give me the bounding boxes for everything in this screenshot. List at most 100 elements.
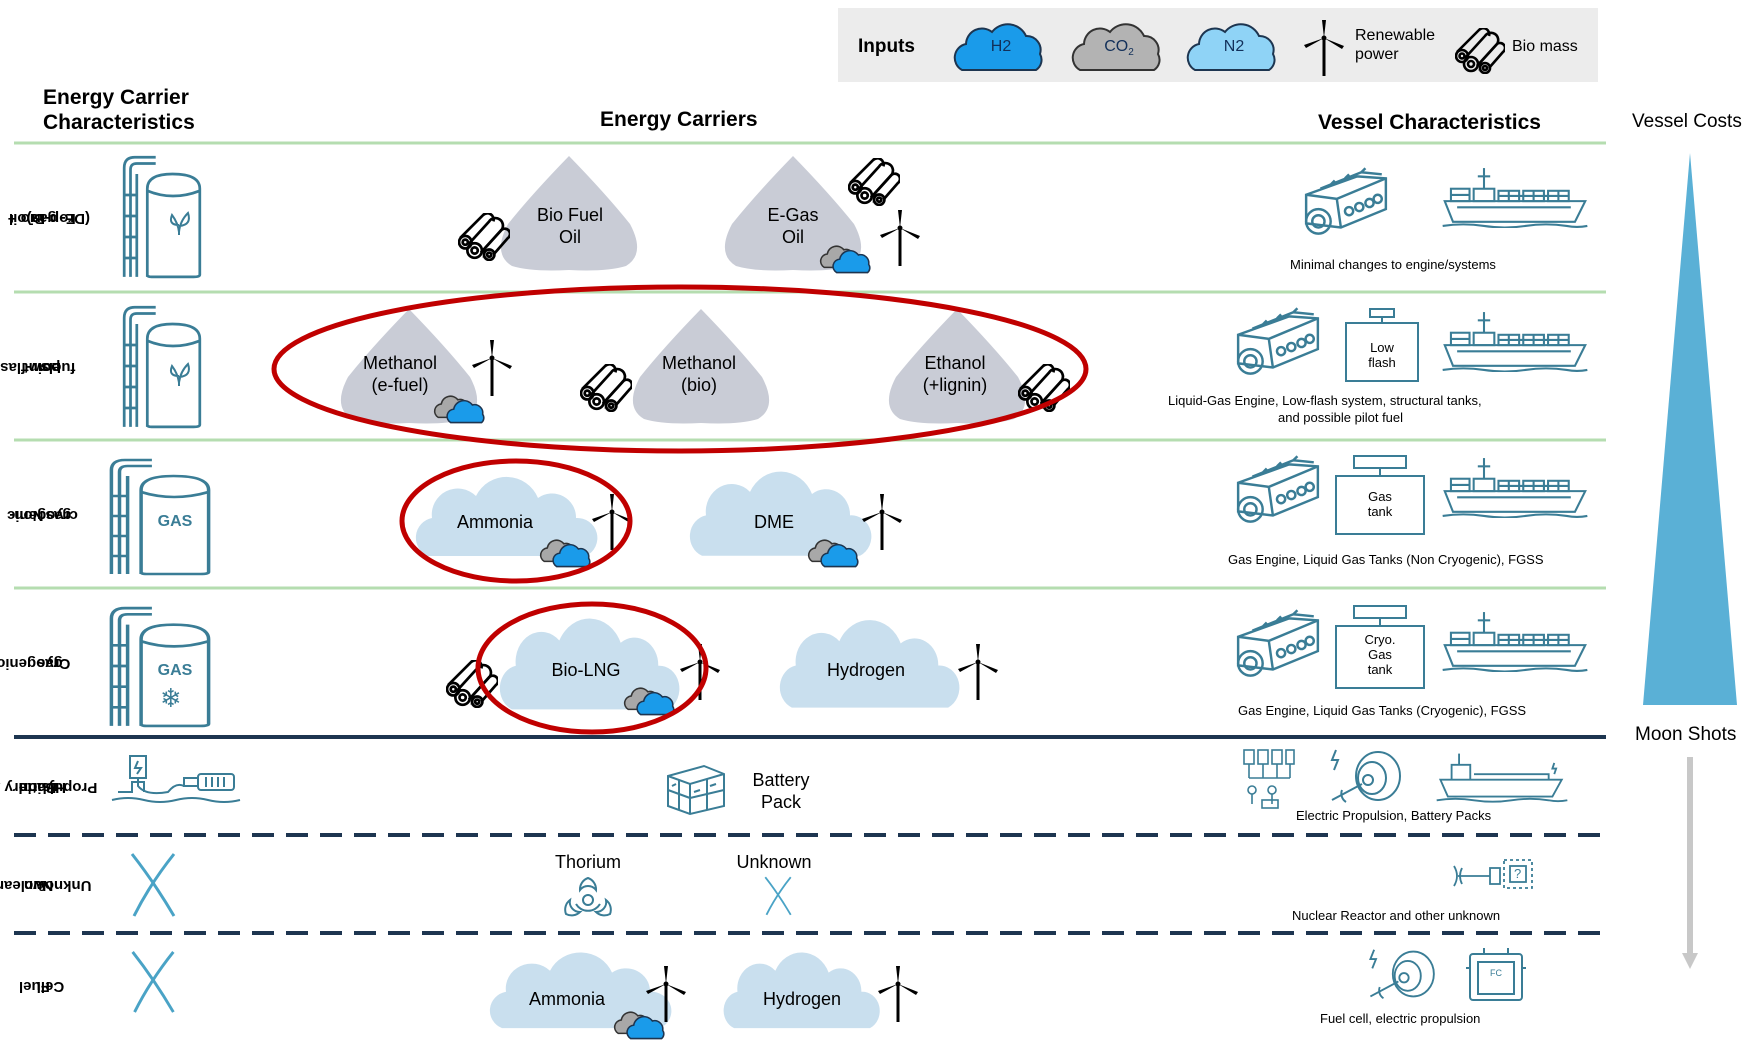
container-ship-icon	[1442, 310, 1588, 372]
moon-shots-arrow	[1682, 757, 1698, 969]
bio-fuel-oil-label-line2: Oil	[559, 227, 581, 247]
row1-vessel-caption: Minimal changes to engine/systems	[1290, 257, 1496, 272]
unknown-x-icon	[131, 951, 175, 1013]
renewable-label-line1: Renewable	[1355, 27, 1436, 44]
electric-motor-icon	[1330, 749, 1401, 803]
battery-pack-label: Battery Pack	[736, 769, 826, 813]
dme-cloud	[689, 471, 872, 556]
biomass-logs-icon	[848, 158, 900, 206]
row-label-drop-in-text: Bio +E- gas oil(Drop-In)	[7, 185, 89, 252]
gas-tank-box	[1334, 454, 1426, 536]
row-label-line: Cell	[36, 978, 64, 995]
battery-pack-icon	[667, 764, 725, 816]
electrical-system-icon	[1243, 749, 1295, 809]
cryo-gas-tank-text: GAS	[157, 662, 193, 679]
header-left-line2: Characteristics	[43, 111, 195, 134]
h2-label: H2	[990, 38, 1012, 55]
ammonia-label: Ammonia	[456, 512, 534, 532]
row4-vessel-caption: Gas Engine, Liquid Gas Tanks (Cryogenic)…	[1238, 703, 1527, 718]
row-label-low-flash: Low-flashpointfuels	[0, 295, 76, 439]
biomass-label: Bio mass	[1512, 38, 1578, 55]
ammonia-cloud	[415, 476, 598, 556]
low-flash-box-line2: flash	[1368, 355, 1396, 370]
h2-cloud-icon	[953, 23, 1043, 71]
wind-turbine-icon	[958, 644, 998, 700]
bio-fuel-oil-label: Bio Fuel Oil	[520, 204, 620, 248]
biohazard-icon	[564, 876, 612, 917]
unknown-x-icon	[764, 876, 792, 916]
charging-battery-icon	[111, 755, 241, 803]
row2-vessel-caption-line1: Liquid-Gas Engine, Low-flash system, str…	[1168, 393, 1482, 408]
battery-pack-label-line1: Battery	[752, 770, 810, 790]
gas-tank-text: GAS	[157, 513, 193, 530]
bio-fuel-oil-drop	[500, 156, 638, 271]
unknown-label: Unknown	[736, 852, 812, 872]
leaf-icon	[164, 205, 194, 235]
co2-subscript: 2	[1128, 47, 1134, 59]
n2-label: N2	[1223, 38, 1245, 55]
cryo-gas-tank-box-line2: Gas	[1368, 647, 1392, 662]
leaf-icon	[164, 356, 194, 386]
thorium-label: Thorium	[554, 852, 621, 872]
row-label-line: gas	[45, 507, 71, 524]
methanol-e-fuel-label-line1: Methanol	[362, 353, 438, 373]
row-label-line: Unknown	[24, 877, 92, 894]
low-flash-box-label: Low flash	[1352, 340, 1412, 370]
row7-vessel-caption: Fuel cell, electric propulsion	[1320, 1011, 1481, 1026]
low-flash-box-line1: Low	[1370, 340, 1394, 355]
snowflake-icon: ❄	[160, 684, 182, 714]
row-label-line: gas	[37, 655, 63, 672]
hybrid-ship-icon	[1436, 753, 1568, 803]
cryo-gas-tank-box-label: Cryo. Gas tank	[1350, 632, 1410, 677]
ethanol-lignin-label-line1: Ethanol	[924, 353, 986, 373]
methanol-e-fuel-label: Methanol (e-fuel)	[350, 352, 450, 396]
low-flash-highlight-ellipse	[271, 284, 1089, 454]
co2-h2-clouds-icon	[806, 532, 866, 568]
engine-icon	[1232, 606, 1324, 688]
row3-vessel-caption: Gas Engine, Liquid Gas Tanks (Non Cryoge…	[1228, 552, 1544, 567]
e-gas-oil-label-line1: E-Gas	[767, 205, 819, 225]
methanol-e-fuel-label-line2: (e-fuel)	[371, 375, 429, 395]
bio-lng-label: Bio-LNG	[551, 660, 621, 680]
row6-vessel-caption: Nuclear Reactor and other unknown	[1292, 908, 1501, 923]
nuclear-reactor-icon	[1453, 859, 1533, 889]
row-label-drop-in: Bio +E- gas oil(Drop-In)	[7, 146, 89, 290]
container-ship-icon	[1442, 610, 1588, 672]
methanol-bio-label-line1: Methanol	[661, 353, 737, 373]
header-left-line1: Energy Carrier	[43, 86, 189, 109]
biomass-logs-icon	[458, 213, 510, 261]
wind-turbine-icon	[646, 966, 686, 1022]
row-label-nuclear: Nuclear&Unknown	[0, 838, 92, 932]
header-right: Vessel Characteristics	[1318, 111, 1541, 134]
legend-title: Inputs	[858, 36, 915, 57]
gas-tank-box-shape	[1335, 455, 1425, 535]
row-label-line: fuels	[40, 359, 76, 376]
engine-icon	[1300, 164, 1392, 246]
container-ship-icon	[1442, 166, 1588, 228]
e-gas-oil-drop	[724, 156, 862, 271]
ethanol-lignin-label-line2: (+lignin)	[922, 375, 988, 395]
renewable-label-line2: power	[1355, 46, 1399, 63]
cryo-gas-tank-box-line3: tank	[1367, 662, 1393, 677]
wind-turbine-icon	[880, 210, 920, 266]
methanol-bio-label: Methanol (bio)	[649, 352, 749, 396]
ammonia-highlight-ellipse	[399, 458, 633, 584]
unknown-x-icon	[130, 853, 176, 917]
methanol-e-fuel-drop	[340, 309, 478, 424]
e-gas-oil-label: E-Gas Oil	[743, 204, 843, 248]
gas-tank-box-line1: Gas	[1368, 489, 1392, 504]
row-label-line: (Drop-In)	[26, 210, 90, 227]
bio-lng-highlight-ellipse	[475, 601, 709, 735]
wind-turbine-icon	[878, 966, 918, 1022]
row-label-line: Propulsion	[18, 779, 98, 796]
cryo-gas-tank-box	[1334, 604, 1426, 690]
electric-motor-icon	[1369, 949, 1435, 1000]
co2-h2-clouds-icon	[818, 238, 878, 274]
ethanol-lignin-drop	[888, 309, 1026, 424]
methanol-bio-label-line2: (bio)	[680, 375, 717, 395]
